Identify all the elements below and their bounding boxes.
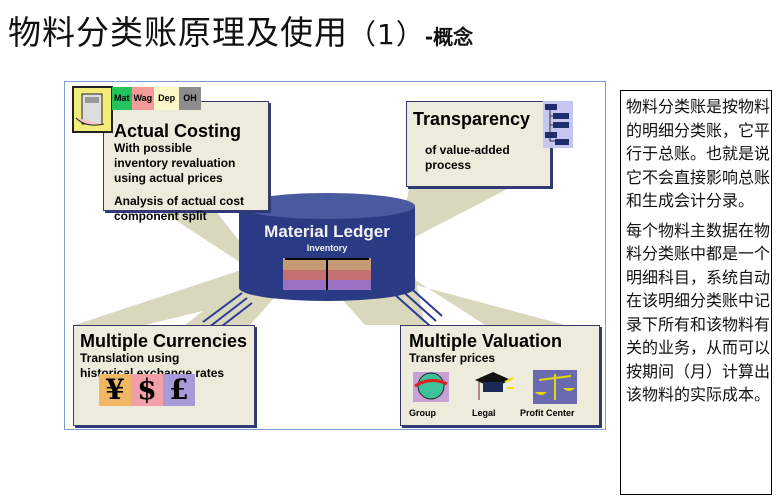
scales-icon [533, 370, 577, 404]
diagram-background [75, 185, 565, 334]
pound-icon: £ [163, 374, 195, 406]
center-subtitle: Inventory [306, 243, 348, 253]
beam-bottom-right [395, 267, 565, 325]
currency-icons: ¥ $ £ [99, 374, 195, 406]
title-suffix: -概念 [424, 25, 474, 49]
actual-costing-heading: Actual Costing [114, 121, 242, 141]
spacer [114, 186, 268, 194]
title-number: （1） [348, 18, 425, 51]
multiple-currencies-box: Multiple Currencies Translation using hi… [73, 325, 255, 426]
explanation-note: 物料分类账是按物料的明细分类账，它平行于总账。也就是说它不会直接影响总账和生成会… [620, 90, 772, 495]
cost-component-tabs: Mat Wag Dep OH [112, 87, 201, 110]
transparency-line: of value-added [425, 143, 510, 157]
beam-bottom-left [75, 267, 260, 325]
actual-costing-box: Actual Costing With possible inventory r… [103, 101, 269, 223]
cost-component-wag: Wag [131, 87, 155, 110]
note-paragraph: 每个物料主数据在物料分类账中都是一个明细科目，系统自动在该明细分类账中记录下所有… [626, 220, 771, 405]
cost-component-oh: OH [179, 87, 201, 110]
multiple-valuation-heading: Multiple Valuation [409, 331, 563, 351]
center-title: Material Ledger [264, 222, 390, 241]
multiple-currencies-heading: Multiple Currencies [80, 331, 248, 351]
exchange-arrows-right [392, 282, 443, 327]
graduation-cap-icon [471, 370, 515, 404]
hierarchy-icon [543, 101, 573, 148]
multiple-valuation-line: Transfer prices [409, 351, 496, 365]
title-main: 物料分类账原理及使用 [8, 13, 348, 52]
note-paragraph: 物料分类账是按物料的明细分类账，它平行于总账。也就是说它不会直接影响总账和生成会… [626, 97, 771, 210]
dollar-icon: $ [131, 374, 163, 406]
actual-costing-line: using actual prices [114, 171, 223, 185]
globe-icon [409, 370, 453, 404]
actual-costing-line: With possible [114, 141, 192, 155]
transparency-box: Transparency of value-added process [406, 101, 551, 187]
cost-component-mat: Mat [112, 87, 132, 110]
multiple-currencies-line: Translation using [80, 351, 180, 365]
beam-top-right [395, 185, 515, 252]
valuation-view-group: Group [409, 408, 436, 418]
yen-icon: ¥ [99, 374, 131, 406]
valuation-view-legal: Legal [472, 408, 496, 418]
transparency-heading: Transparency [413, 109, 531, 129]
inventory-stock-icon [283, 258, 371, 290]
multiple-valuation-box: Multiple Valuation Transfer prices Group… [400, 325, 600, 426]
material-ledger-diagram: Material Ledger Inventory Actual Costing… [64, 81, 606, 430]
valuation-view-profit-center: Profit Center [520, 408, 575, 418]
beam-top-left [160, 210, 255, 272]
actual-costing-line: component split [114, 209, 207, 223]
slide-title: 物料分类账原理及使用（1）-概念 [8, 6, 473, 54]
transparency-line: process [425, 158, 472, 172]
actual-costing-line: inventory revaluation [114, 156, 236, 170]
cost-component-dep: Dep [154, 87, 180, 110]
calculator-icon [72, 86, 113, 133]
actual-costing-line: Analysis of actual cost [114, 194, 245, 208]
